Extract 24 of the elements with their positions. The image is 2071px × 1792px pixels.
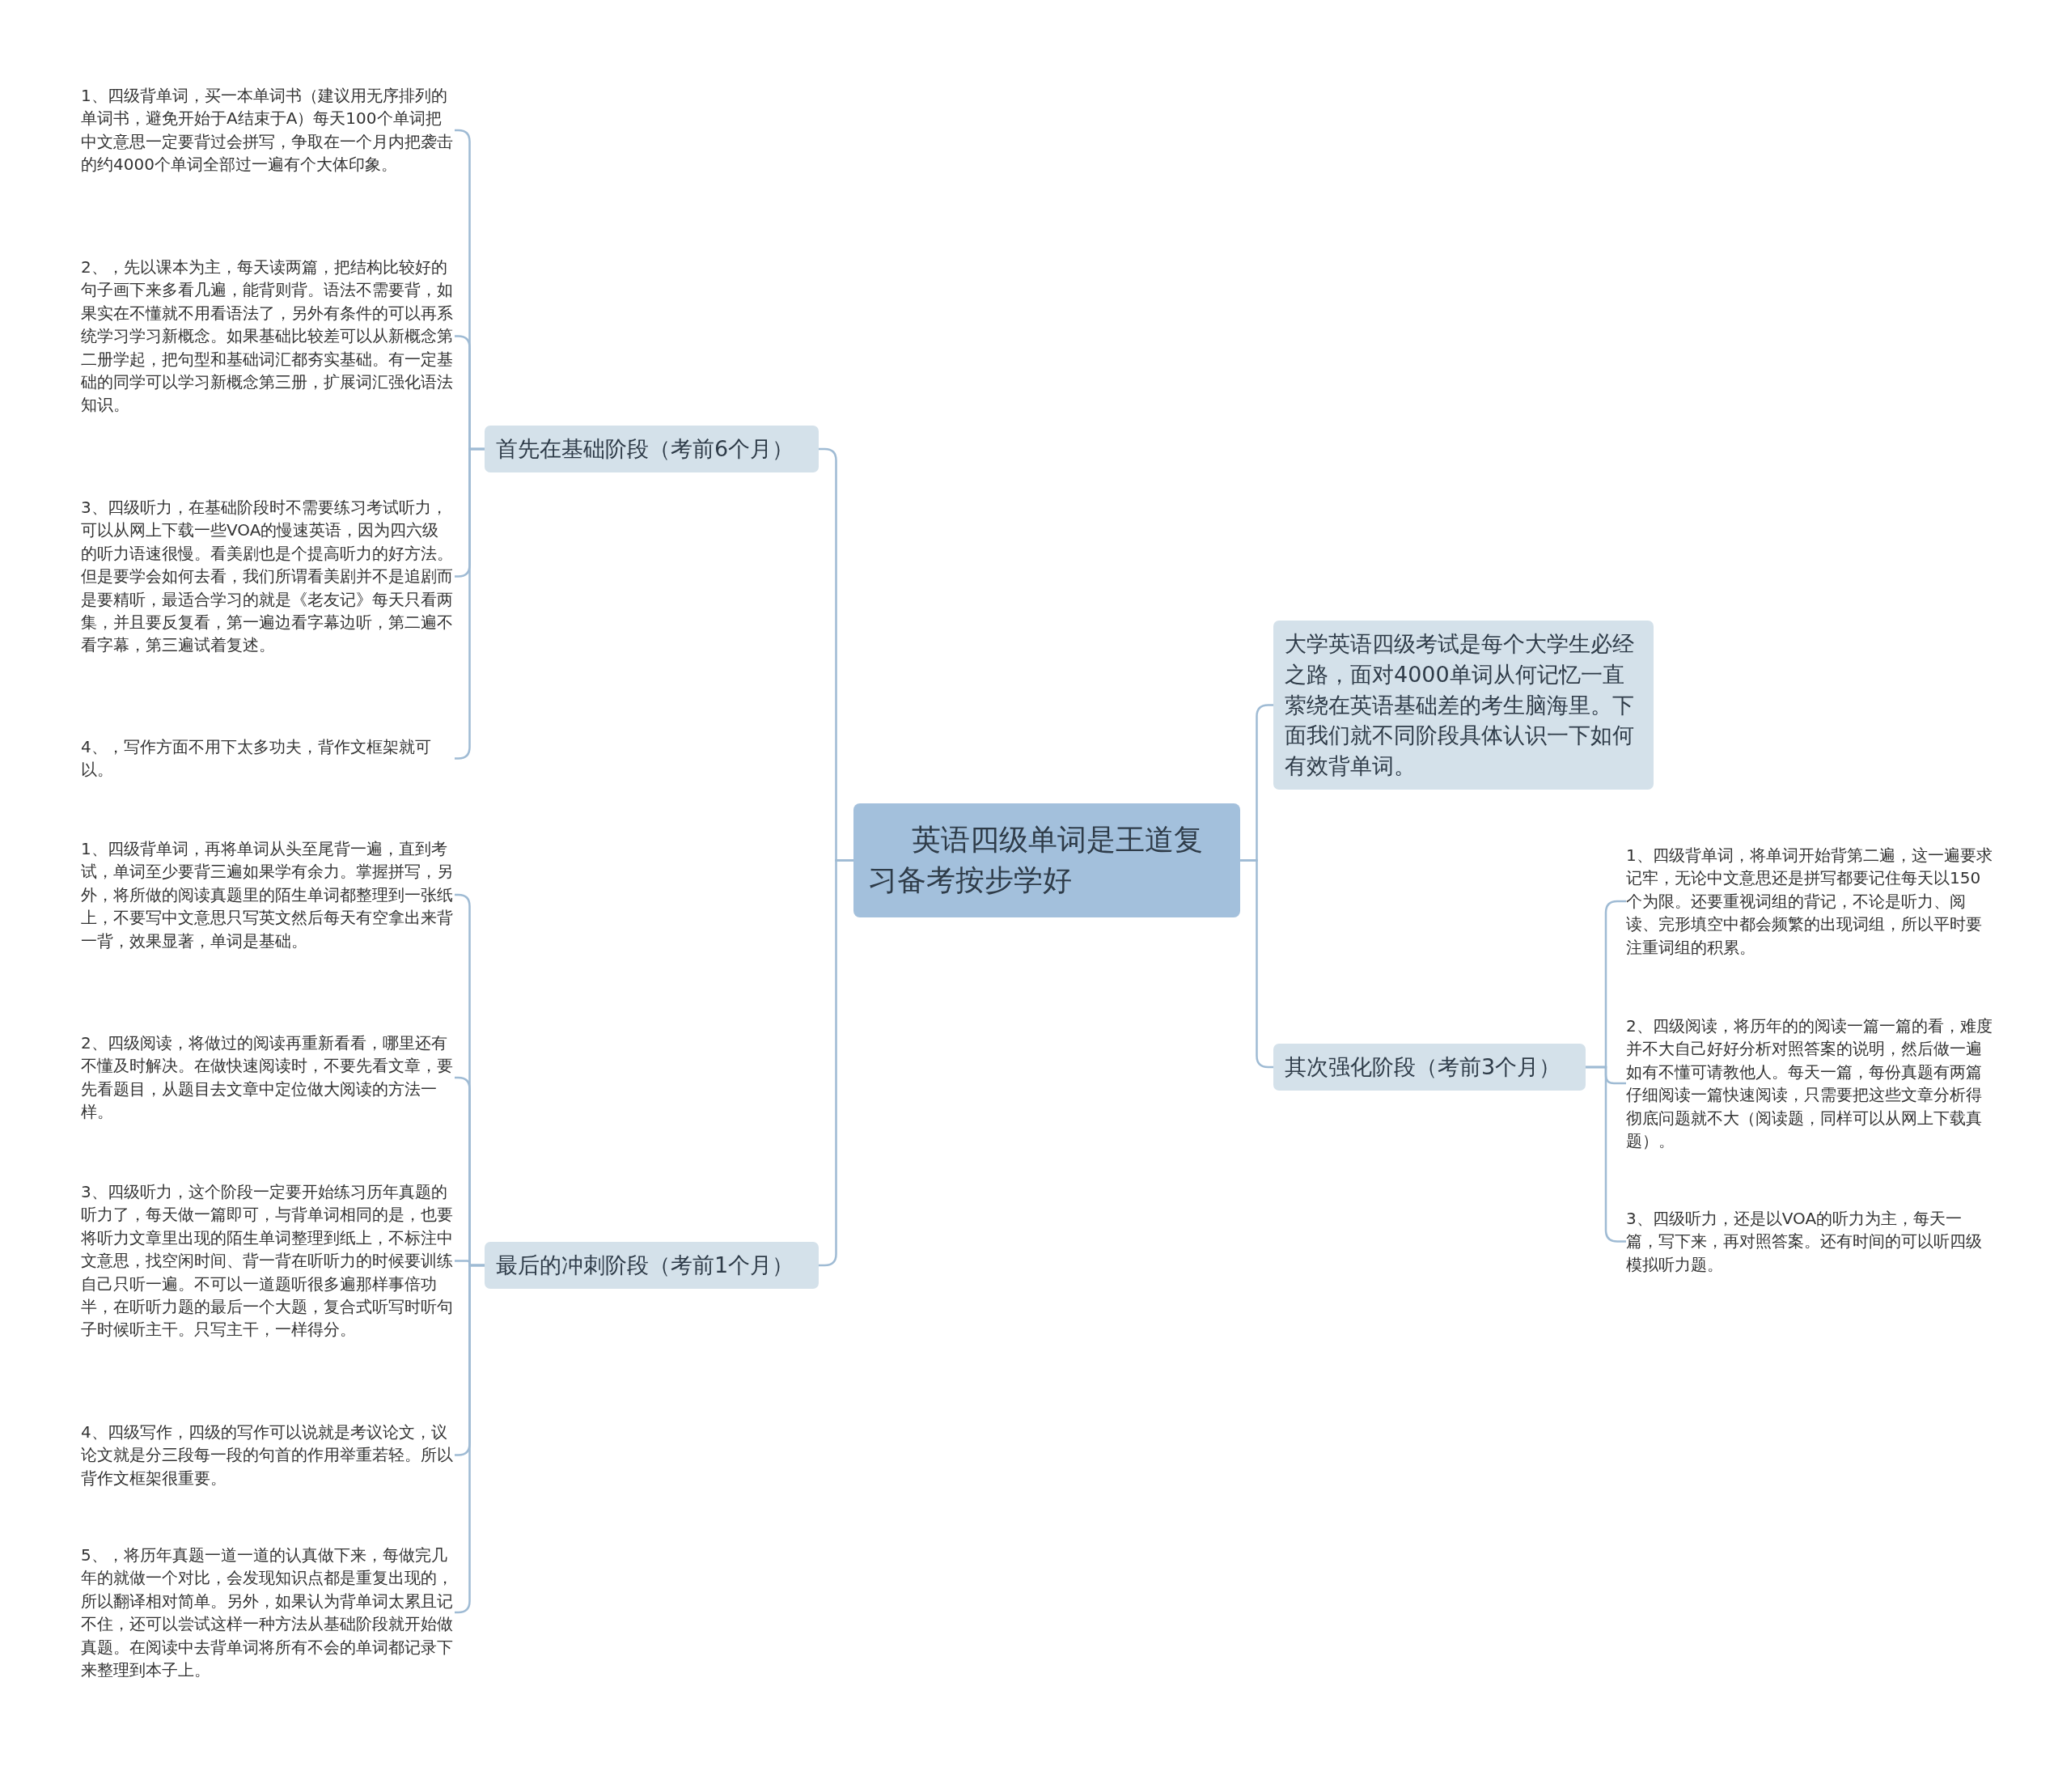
note-text: 1、四级背单词，再将单词从头至尾背一遍，直到考试，单词至少要背三遍如果学有余力。掌握拼写，另外，将所做的阅读真题里的陌生单词都整理到一张纸上，不要写中文意思只写英文然后每天有空拿出来背一背，效果显著，单词是基础。	[81, 838, 454, 952]
topic-text: 英语四级单词是王道复习备考按步学好	[868, 822, 1204, 899]
connector-line	[819, 859, 853, 1267]
topic-text: 最后的冲刺阶段（考前1个月）	[496, 1252, 795, 1279]
topic-box	[1273, 621, 1654, 790]
topic-text: 大学英语四级考试是每个大学生必经之路，面对4000单词从何记忆一直萦绕在英语基础差的考生脑海里。下面我们就不同阶段具体认识一下如何有效背单词。	[1285, 630, 1635, 781]
note-text: 3、四级听力，这个阶段一定要开始练习历年真题的听力了，每天做一篇即可，与背单词相同的是，也要将听力文章里出现的陌生单词整理到纸上，不标注中文意思，找空闲时间、背一背在听听力的时候要训练自己只听一遍。不可以一道题听很多遍那样事倍功半，在听听力题的最后一个大题，复合式听写时听句子时候听主干。只写主干，一样得分。	[81, 1181, 454, 1341]
note-text: 2、四级阅读，将历年的的阅读一篇一篇的看，难度并不大自己好好分析对照答案的说明，然后做一遍如有不懂可请教他人。每天一篇，每份真题有两篇仔细阅读一篇快速阅读，只需要把这些文章分析得彻底问题就不大（阅读题，同样可以从网上下载真题）。	[1626, 1015, 1993, 1152]
topic-box	[1273, 1044, 1586, 1091]
note-text: 4、，写作方面不用下太多功夫，背作文框架就可以。	[81, 736, 432, 782]
topic-text: 其次强化阶段（考前3个月）	[1285, 1053, 1562, 1081]
note-text: 2、四级阅读，将做过的阅读再重新看看，哪里还有不懂及时解决。在做快速阅读时，不要先看文章，要先看题目，从题目去文章中定位做大阅读的方法一样。	[81, 1032, 454, 1124]
note-text: 3、四级听力，在基础阶段时不需要练习考试听力，可以从网上下载一些VOA的慢速英语，因为四六级的听力语速很慢。看美剧也是个提高听力的好方法。但是要学会如何去看，我们所谓看美剧并不是追剧而是要精听，最适合学习的就是《老友记》每天只看两集，并且要反复看，第一遍边看字幕边听，第二遍不看字幕，第三遍试着复述。	[81, 497, 454, 657]
topic-box	[485, 426, 819, 472]
note-text: 1、四级背单词，买一本单词书（建议用无序排列的单词书，避免开始于A结束于A）每天100个单词把中文意思一定要背过会拼写，争取在一个月内把袭击的约4000个单词全部过一遍有个大体印象。	[81, 85, 454, 176]
note-text: 3、四级听力，还是以VOA的听力为主，每天一篇，写下来，再对照答案。还有时间的可以听四级模拟听力题。	[1626, 1208, 1983, 1276]
topic-box	[485, 1242, 819, 1289]
note-text: 2、，先以课本为主，每天读两篇，把结构比较好的句子画下来多看几遍，能背则背。语法不需要背，如果实在不懂就不用看语法了，另外有条件的可以再系统学习学习新概念。如果基础比较差可以从新概念第二册学起，把句型和基础词汇都夯实基础。有一定基础的同学可以学习新概念第三册，扩展词汇强化语法知识。	[81, 256, 454, 417]
central-topic-box	[853, 803, 1240, 917]
connector-line	[1240, 859, 1273, 1069]
note-text: 5、，将历年真题一道一道的认真做下来，每做完几年的就做一个对比，会发现知识点都是重复出现的，所以翻译相对简单。另外，如果认为背单词太累且记不住，还可以尝试这样一种方法从基础阶段就开始做真题。在阅读中去背单词将所有不会的单词都记录下来整理到本子上。	[81, 1544, 454, 1681]
note-text: 1、四级背单词，将单词开始背第二遍，这一遍要求记牢，无论中文意思还是拼写都要记住每天以150个为限。还要重视词组的背记，不论是听力、阅读、完形填空中都会频繁的出现词组，所以平时要注重词组的积累。	[1626, 845, 1993, 959]
note-text: 4、四级写作，四级的写作可以说就是考议论文，议论文就是分三段每一段的句首的作用举重若轻。所以背作文框架很重要。	[81, 1421, 454, 1489]
topic-text: 首先在基础阶段（考前6个月）	[496, 435, 795, 463]
